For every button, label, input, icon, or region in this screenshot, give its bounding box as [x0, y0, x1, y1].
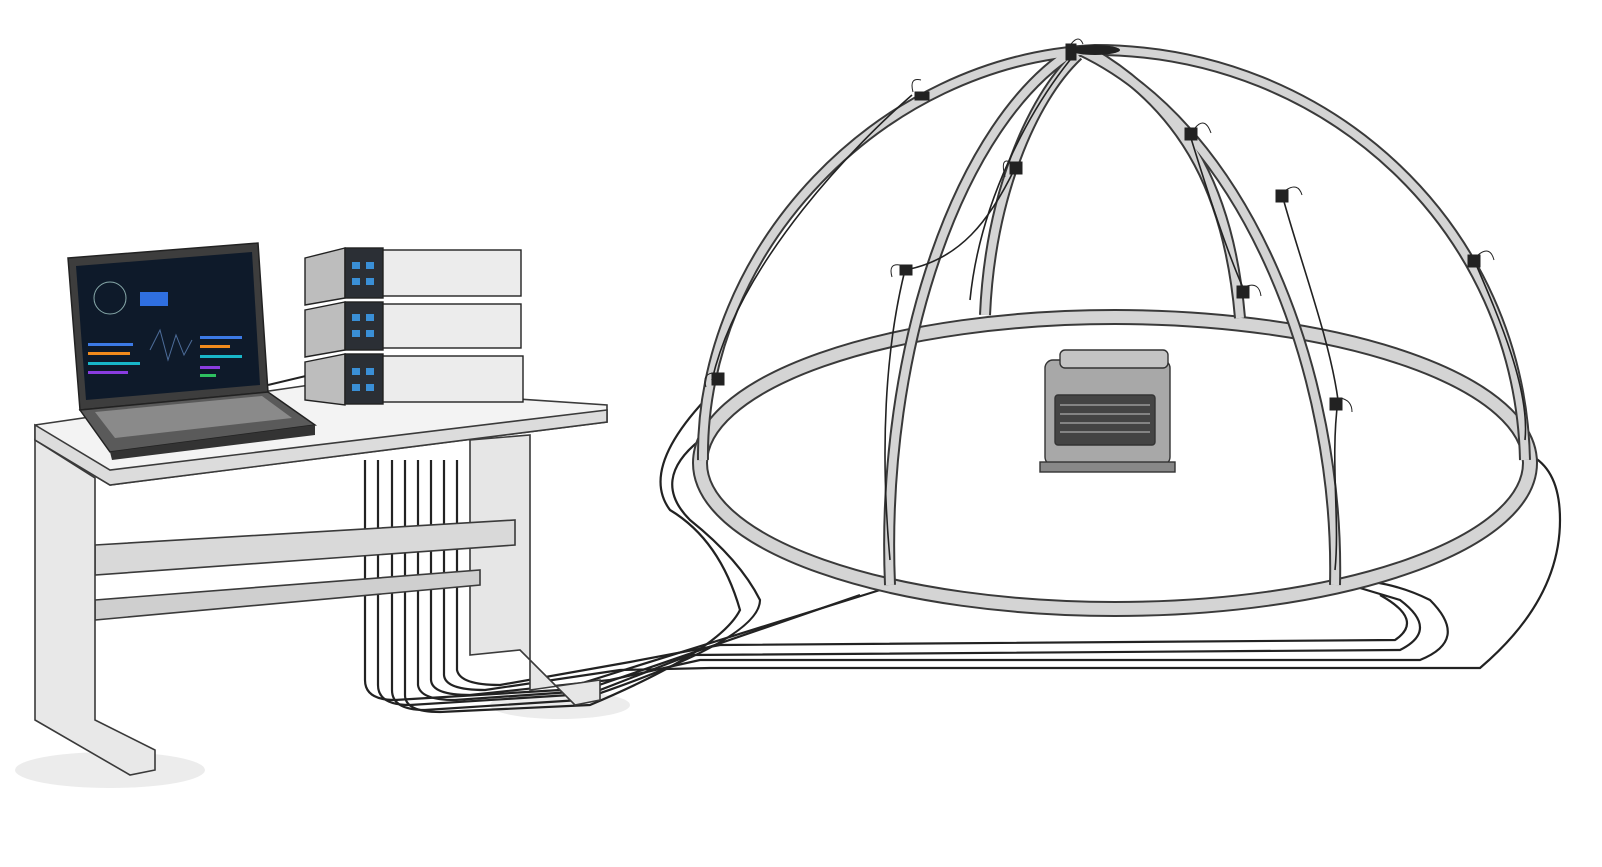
- screen-polar-plot: [93, 281, 127, 315]
- dome-apex-hub: [1070, 45, 1120, 55]
- microphone-icon: [1065, 38, 1084, 61]
- desk-shelf: [94, 519, 516, 576]
- desk-front-leg: [34, 438, 156, 776]
- microphone-icon: [1184, 122, 1212, 141]
- microphone-icon: [1002, 160, 1023, 178]
- microphones: [704, 38, 1495, 413]
- microphone-icon: [704, 372, 725, 388]
- daq-module: [304, 247, 522, 306]
- laptop-base-edge: [110, 425, 315, 460]
- desk-crossbar: [94, 569, 481, 621]
- microphone-icon: [911, 79, 930, 101]
- daq-module: [304, 353, 524, 406]
- laptop-screen: [76, 252, 260, 400]
- microphone-icon: [890, 264, 913, 278]
- desk-edge: [34, 409, 608, 486]
- dome-base-ring: [694, 311, 1536, 615]
- microphone-icon: [1275, 186, 1303, 203]
- microphone-icon: [1467, 250, 1495, 268]
- microphone-icon: [1236, 284, 1262, 299]
- heater: [1039, 349, 1176, 473]
- laptop: [67, 242, 318, 460]
- desk-back-leg: [469, 434, 601, 706]
- laptop-keyboard: [95, 396, 292, 438]
- desk-shadow: [15, 752, 205, 788]
- cable-bundle: [363, 399, 1562, 714]
- screen-panel: [140, 292, 168, 306]
- daq-stack: [304, 247, 524, 406]
- microphone-icon: [1329, 397, 1353, 413]
- screen-ui: [88, 281, 242, 377]
- usb-cable: [267, 374, 311, 386]
- daq-module: [304, 301, 522, 358]
